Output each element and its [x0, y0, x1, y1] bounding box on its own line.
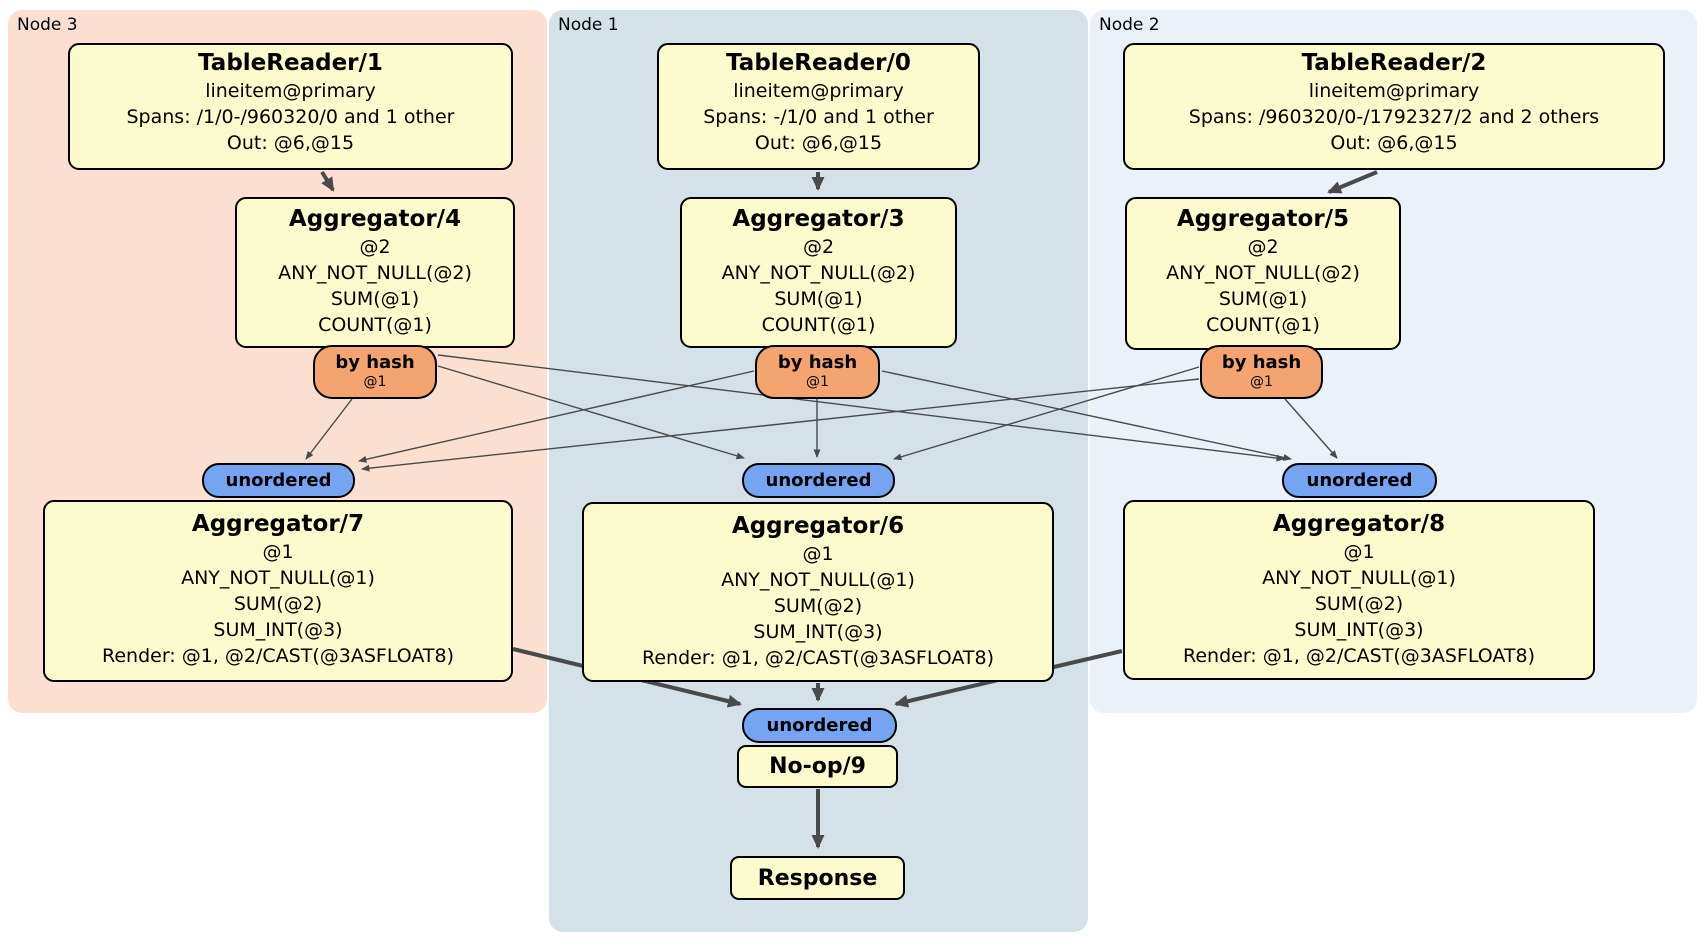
- box-line: Spans: /1/0-/960320/0 and 1 other: [126, 106, 455, 128]
- noop-box: No-op/9: [737, 745, 898, 788]
- router-label: by hash: [335, 352, 415, 373]
- box-line: SUM(@1): [1218, 288, 1308, 310]
- sync-label: unordered: [1306, 470, 1413, 491]
- box-title: No-op/9: [769, 754, 866, 779]
- box-line: SUM(@2): [233, 593, 323, 615]
- box-line: ANY_NOT_NULL(@1): [721, 569, 915, 591]
- router-label: by hash: [777, 352, 858, 373]
- box-line: COUNT(@1): [318, 314, 432, 336]
- box-line: @1: [262, 541, 294, 563]
- box-line: Out: @6,@15: [1330, 132, 1458, 154]
- box-line: lineitem@primary: [205, 80, 376, 102]
- node2-label: Node 2: [1099, 15, 1160, 35]
- by-hash-router-node3: by hash @1: [313, 345, 437, 399]
- box-title: Aggregator/4: [288, 206, 462, 232]
- box-line: Out: @6,@15: [226, 132, 355, 154]
- aggregator-8-box: Aggregator/8 @1 ANY_NOT_NULL(@1) SUM(@2)…: [1123, 500, 1595, 680]
- box-line: @2: [359, 236, 391, 258]
- router-column: @1: [363, 374, 387, 390]
- sync-label: unordered: [225, 470, 332, 491]
- tablereader-1-box: TableReader/1 lineitem@primary Spans: /1…: [68, 43, 513, 170]
- box-line: ANY_NOT_NULL(@1): [181, 567, 375, 589]
- unordered-sync-node3: unordered: [202, 463, 355, 498]
- unordered-sync-node2: unordered: [1282, 463, 1437, 498]
- router-label: by hash: [1221, 352, 1302, 373]
- box-title: Aggregator/5: [1176, 206, 1350, 232]
- node1-label: Node 1: [558, 15, 619, 35]
- box-line: Render: @1, @2/CAST(@3ASFLOAT8): [102, 645, 454, 667]
- aggregator-7-box: Aggregator/7 @1 ANY_NOT_NULL(@1) SUM(@2)…: [43, 500, 513, 682]
- box-line: SUM_INT(@3): [753, 621, 883, 643]
- box-line: Render: @1, @2/CAST(@3ASFLOAT8): [642, 647, 994, 669]
- router-column: @1: [1250, 374, 1273, 390]
- box-title: TableReader/0: [726, 50, 911, 76]
- box-line: SUM(@2): [1314, 593, 1404, 615]
- box-line: Render: @1, @2/CAST(@3ASFLOAT8): [1183, 645, 1535, 667]
- by-hash-router-node1: by hash @1: [755, 345, 880, 399]
- box-line: COUNT(@1): [1206, 314, 1320, 336]
- box-line: lineitem@primary: [733, 80, 904, 102]
- box-line: @2: [802, 236, 835, 258]
- sync-label: unordered: [765, 470, 872, 491]
- aggregator-3-box: Aggregator/3 @2 ANY_NOT_NULL(@2) SUM(@1)…: [680, 197, 957, 348]
- unordered-sync-final: unordered: [742, 708, 897, 743]
- box-title: TableReader/2: [1301, 50, 1487, 76]
- unordered-sync-node1: unordered: [742, 463, 895, 498]
- box-line: ANY_NOT_NULL(@2): [1166, 262, 1360, 284]
- box-line: SUM_INT(@3): [213, 619, 343, 641]
- box-line: @2: [1247, 236, 1279, 258]
- box-title: Aggregator/3: [732, 206, 905, 232]
- box-line: SUM(@1): [774, 288, 863, 310]
- box-line: ANY_NOT_NULL(@2): [721, 262, 916, 284]
- box-line: SUM(@2): [773, 595, 863, 617]
- box-title: TableReader/1: [198, 50, 383, 76]
- aggregator-4-box: Aggregator/4 @2 ANY_NOT_NULL(@2) SUM(@1)…: [235, 197, 515, 348]
- tablereader-0-box: TableReader/0 lineitem@primary Spans: -/…: [657, 43, 980, 170]
- box-line: COUNT(@1): [761, 314, 876, 336]
- box-line: Out: @6,@15: [754, 132, 883, 154]
- box-line: ANY_NOT_NULL(@1): [1262, 567, 1456, 589]
- by-hash-router-node2: by hash @1: [1200, 345, 1323, 399]
- aggregator-6-box: Aggregator/6 @1 ANY_NOT_NULL(@1) SUM(@2)…: [582, 502, 1054, 682]
- box-line: SUM_INT(@3): [1294, 619, 1424, 641]
- box-line: ANY_NOT_NULL(@2): [278, 262, 472, 284]
- box-title: Aggregator/7: [191, 511, 365, 537]
- box-line: SUM(@1): [330, 288, 420, 310]
- box-line: lineitem@primary: [1308, 80, 1480, 102]
- box-line: Spans: /960320/0-/1792327/2 and 2 others: [1188, 106, 1600, 128]
- node3-label: Node 3: [17, 15, 78, 35]
- router-column: @1: [806, 374, 829, 390]
- box-title: Aggregator/6: [731, 513, 905, 539]
- box-title: Response: [757, 865, 878, 891]
- box-line: Spans: -/1/0 and 1 other: [703, 106, 934, 128]
- sync-label: unordered: [766, 715, 873, 736]
- box-title: Aggregator/8: [1272, 511, 1446, 537]
- aggregator-5-box: Aggregator/5 @2 ANY_NOT_NULL(@2) SUM(@1)…: [1125, 197, 1401, 350]
- box-line: @1: [1343, 541, 1375, 563]
- response-box: Response: [730, 856, 905, 900]
- box-line: @1: [802, 543, 834, 565]
- tablereader-2-box: TableReader/2 lineitem@primary Spans: /9…: [1123, 43, 1665, 170]
